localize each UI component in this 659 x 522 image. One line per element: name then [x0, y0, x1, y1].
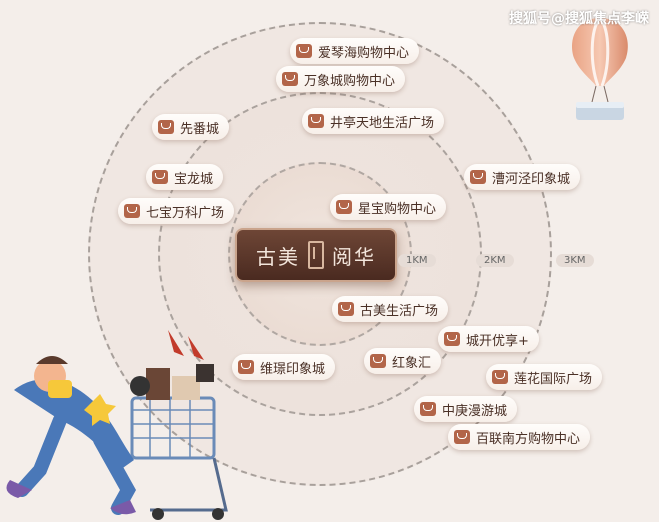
mall-pill: 万象城购物中心 — [276, 66, 406, 92]
mall-pill: 先番城 — [152, 114, 230, 140]
mall-pill: 爱琴海购物中心 — [290, 38, 420, 64]
project-badge: 古美 阅华 — [235, 228, 397, 282]
mall-pill: 城开优享+ — [438, 326, 539, 352]
shopping-bag-icon — [470, 170, 486, 184]
shopping-bag-icon — [296, 44, 312, 58]
shopping-bag-icon — [152, 170, 168, 184]
shopping-bag-icon — [238, 360, 254, 374]
mall-pill: 红象汇 — [364, 348, 442, 374]
mall-pill: 古美生活广场 — [332, 296, 449, 322]
shopping-bag-icon — [420, 402, 436, 416]
shopping-cart-icon — [6, 330, 228, 520]
mall-pill: 百联南方购物中心 — [448, 424, 591, 450]
watermark: 搜狐号@搜狐焦点李嵘 — [509, 11, 649, 27]
project-logo-icon — [308, 241, 324, 269]
shopping-bag-icon — [338, 302, 354, 316]
mall-pill: 中庚漫游城 — [414, 396, 518, 422]
distance-label-1km: 1KM — [398, 254, 436, 267]
shopping-bag-icon — [492, 370, 508, 384]
mall-pill: 七宝万科广场 — [118, 198, 235, 224]
shopping-bag-icon — [282, 72, 298, 86]
shopping-bag-icon — [370, 354, 386, 368]
distance-label-3km: 3KM — [556, 254, 594, 267]
shopping-bag-icon — [158, 120, 174, 134]
mall-pill: 莲花国际广场 — [486, 364, 603, 390]
hot-air-balloon-icon — [572, 17, 628, 120]
distance-label-2km: 2KM — [476, 254, 514, 267]
project-name-left: 古美 — [256, 244, 300, 269]
mall-pill: 井亭天地生活广场 — [302, 108, 445, 134]
shopping-bag-icon — [454, 430, 470, 444]
mall-pill: 维璟印象城 — [232, 354, 336, 380]
shopping-bag-icon — [124, 204, 140, 218]
shopping-bag-icon — [336, 200, 352, 214]
mall-pill: 漕河泾印象城 — [464, 164, 581, 190]
shopping-bag-icon — [444, 332, 460, 346]
project-name-right: 阅华 — [332, 244, 376, 269]
mall-pill: 宝龙城 — [146, 164, 224, 190]
mall-pill: 星宝购物中心 — [330, 194, 447, 220]
shopping-bag-icon — [308, 114, 324, 128]
